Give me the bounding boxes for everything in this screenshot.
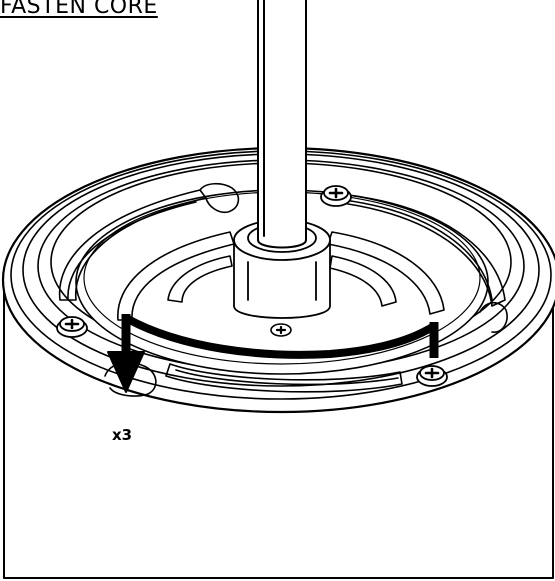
page-title: FASTEN CORE — [0, 0, 158, 19]
housing-body — [3, 289, 554, 579]
inner-slots — [167, 255, 397, 307]
phillips-screw-icon — [270, 323, 292, 337]
curved-arrow-down-icon — [107, 314, 439, 393]
phillips-screw-icon — [416, 365, 448, 387]
phillips-screw-icon — [320, 185, 352, 207]
core-shaft — [257, 0, 307, 249]
phillips-screw-icon — [56, 316, 88, 338]
middle-slots — [117, 231, 445, 393]
quantity-label: x3 — [112, 426, 133, 444]
